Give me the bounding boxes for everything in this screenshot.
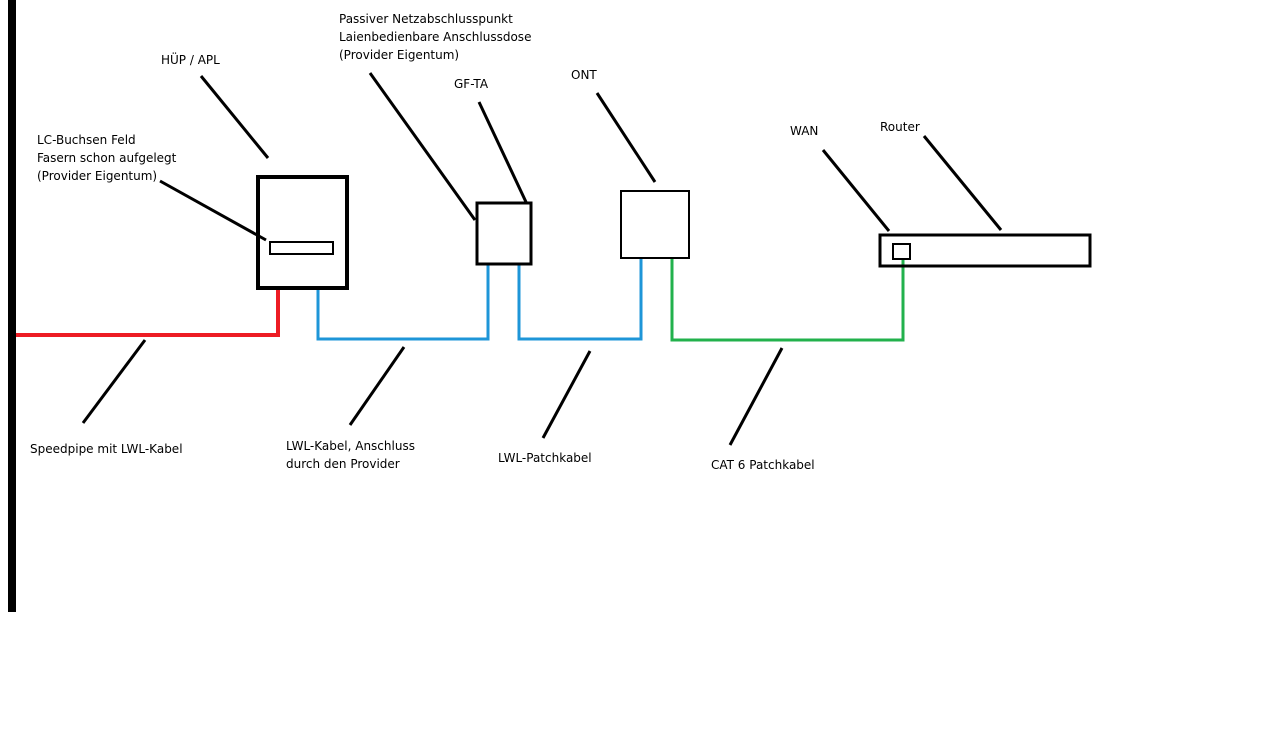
callout-router — [922, 135, 1003, 231]
label-router: Router — [880, 120, 920, 134]
callout-lc-buchsen — [159, 179, 267, 242]
callout-cat6 — [728, 347, 784, 446]
label-lc-buchsen-3: (Provider Eigentum) — [37, 169, 158, 183]
callout-gf-ta — [477, 101, 528, 203]
callout-speedpipe — [81, 339, 147, 424]
label-wan: WAN — [790, 124, 819, 138]
label-lc-buchsen-2: Fasern schon aufgelegt — [37, 151, 177, 165]
lwl-patch-cable — [517, 258, 643, 341]
callout-ont — [595, 92, 657, 183]
label-lwl-kabel-1: LWL-Kabel, Anschluss — [286, 439, 415, 453]
ont-box — [620, 190, 690, 259]
label-cat6: CAT 6 Patchkabel — [711, 458, 815, 472]
callout-huep-apl — [199, 75, 270, 159]
label-lc-buchsen-1: LC-Buchsen Feld — [37, 133, 136, 147]
callout-passiver-nap — [368, 72, 477, 221]
label-lwl-kabel-2: durch den Provider — [286, 457, 400, 471]
speedpipe-cable — [16, 288, 280, 337]
callout-wan — [821, 149, 891, 232]
lc-buchsen-field — [269, 241, 334, 255]
callout-lwl-patchkabel — [541, 350, 592, 439]
label-huep-apl: HÜP / APL — [161, 53, 220, 67]
label-passiver-nap-1: Passiver Netzabschlusspunkt — [339, 12, 513, 26]
label-lwl-patchkabel: LWL-Patchkabel — [498, 451, 592, 465]
cat6-patch-cable — [670, 258, 905, 342]
label-passiver-nap-2: Laienbedienbare Anschlussdose — [339, 30, 532, 44]
wan-port — [892, 243, 911, 260]
lwl-cable — [316, 264, 490, 341]
callout-lwl-kabel — [348, 346, 406, 426]
label-speedpipe: Speedpipe mit LWL-Kabel — [30, 442, 183, 456]
label-passiver-nap-3: (Provider Eigentum) — [339, 48, 460, 62]
label-gf-ta: GF-TA — [454, 77, 489, 91]
label-ont: ONT — [571, 68, 597, 82]
router-box — [878, 233, 1092, 268]
gf-ta-box — [475, 201, 533, 266]
huep-apl-box — [256, 175, 349, 290]
